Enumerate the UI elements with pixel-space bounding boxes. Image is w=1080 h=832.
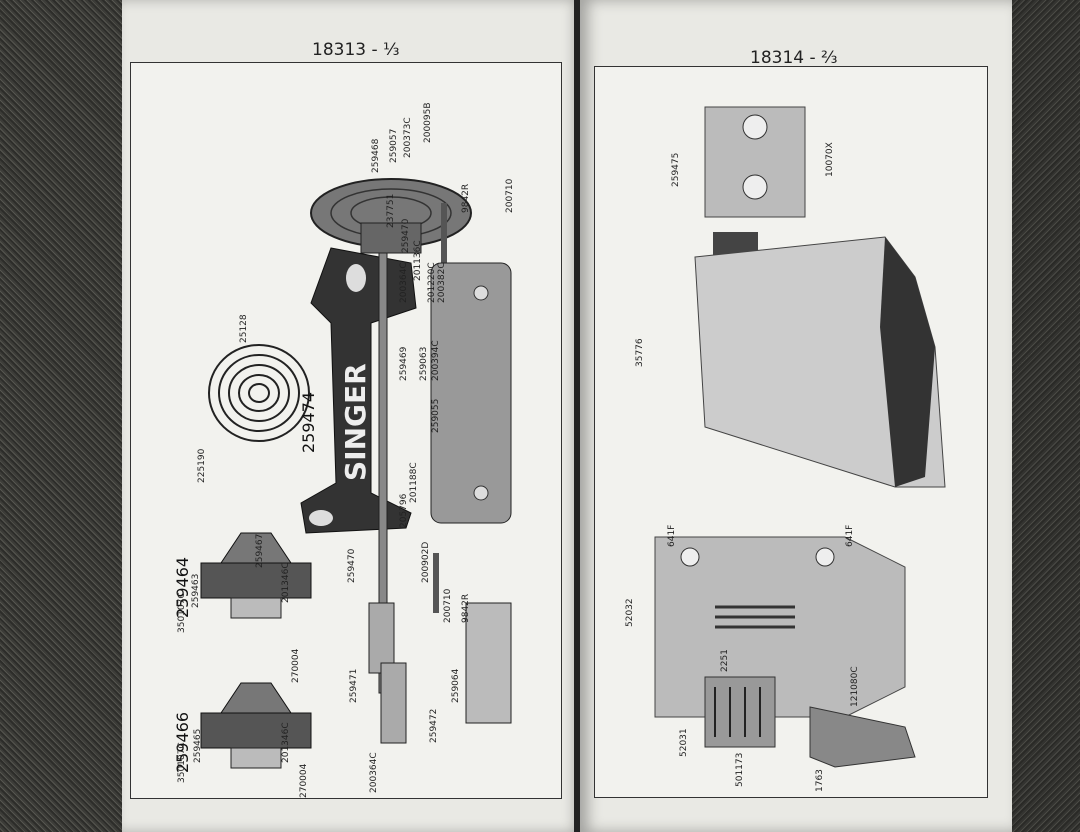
singer-logo: SINGER bbox=[339, 363, 372, 481]
pulley-assembly-259464 bbox=[200, 532, 312, 619]
label-259468: 259468 bbox=[371, 138, 381, 173]
block-259064 bbox=[465, 602, 512, 724]
left-page-number: 18313 - ⅓ bbox=[312, 40, 400, 60]
label-259465: 259465 bbox=[193, 728, 203, 763]
left-page: 18313 - ⅓ bbox=[122, 0, 580, 832]
label-237751: 237751 bbox=[386, 193, 396, 228]
label-641f-right: 641F bbox=[845, 524, 855, 547]
label-225190: 225190 bbox=[197, 448, 207, 483]
book-cover-left bbox=[0, 0, 135, 832]
lever-121080c bbox=[809, 706, 916, 768]
label-200364c-lower: 200364C bbox=[369, 752, 379, 793]
label-10070x: 10070X bbox=[825, 142, 835, 177]
label-200710: 200710 bbox=[505, 178, 515, 213]
label-200394c: 200394C bbox=[431, 340, 441, 381]
label-200095b: 200095B bbox=[423, 102, 433, 143]
parts-illustration-left bbox=[200, 178, 512, 769]
label-259472: 259472 bbox=[429, 708, 439, 743]
label-201136c: 201136C bbox=[413, 240, 423, 281]
label-259057: 259057 bbox=[389, 128, 399, 163]
label-201346c-lower: 201346C bbox=[281, 722, 291, 763]
label-201346c: 201346C bbox=[281, 562, 291, 603]
right-page: 18314 - ⅔ bbox=[580, 0, 1012, 832]
label-9842r: 9842R bbox=[461, 183, 471, 213]
pulley-assembly-259466 bbox=[200, 682, 312, 769]
plate-259055 bbox=[430, 262, 512, 524]
label-259055: 259055 bbox=[431, 398, 441, 433]
label-35776: 35776 bbox=[635, 338, 645, 367]
label-201220c: 201220C bbox=[427, 262, 437, 303]
label-501173: 501173 bbox=[735, 752, 745, 787]
label-270004-lower: 270004 bbox=[299, 763, 309, 798]
book-cover-right bbox=[1010, 0, 1080, 832]
label-1763: 1763 bbox=[815, 769, 825, 792]
label-200710-lower: 200710 bbox=[443, 588, 453, 623]
label-350107c-lower: 350107C bbox=[177, 742, 187, 783]
label-9842r-lower: 9842R bbox=[461, 593, 471, 623]
label-200373c: 200373C bbox=[403, 117, 413, 158]
label-205796: 205796 bbox=[399, 493, 409, 528]
label-52032: 52032 bbox=[625, 598, 635, 627]
label-270004: 270004 bbox=[291, 648, 301, 683]
assembly-number-259474: 259474 bbox=[299, 391, 318, 453]
label-25128: 25128 bbox=[239, 314, 249, 343]
label-200382c: 200382C bbox=[437, 262, 447, 303]
label-121080c: 121080C bbox=[850, 666, 860, 707]
label-259470: 259470 bbox=[401, 218, 411, 253]
label-259063: 259063 bbox=[419, 346, 429, 381]
right-page-number: 18314 - ⅔ bbox=[750, 48, 838, 68]
label-350107c: 350107C bbox=[177, 592, 187, 633]
label-2251: 2251 bbox=[720, 649, 730, 672]
label-259471: 259471 bbox=[349, 668, 359, 703]
right-figure-frame: 259475 10070X 35776 52032 641F 641F 2251… bbox=[594, 66, 988, 798]
label-259467: 259467 bbox=[255, 533, 265, 568]
label-201188c: 201188C bbox=[409, 462, 419, 503]
left-figure-frame: SINGER 259474 259464 259466 259468 25905… bbox=[130, 62, 562, 799]
label-259470-lower: 259470 bbox=[347, 548, 357, 583]
singer-bracket bbox=[300, 247, 417, 534]
label-200902: 200902D bbox=[421, 541, 431, 583]
feed-dog-52031 bbox=[704, 676, 776, 748]
label-52031: 52031 bbox=[679, 728, 689, 757]
label-259469: 259469 bbox=[399, 346, 409, 381]
coil-spring bbox=[208, 344, 310, 442]
label-259475: 259475 bbox=[671, 152, 681, 187]
label-259064: 259064 bbox=[451, 668, 461, 703]
label-259463: 259463 bbox=[191, 573, 201, 608]
book-gutter bbox=[574, 0, 584, 832]
label-200364c: 200364C bbox=[399, 262, 409, 303]
parts-illustration-right bbox=[654, 106, 946, 768]
label-641f-left: 641F bbox=[667, 524, 677, 547]
